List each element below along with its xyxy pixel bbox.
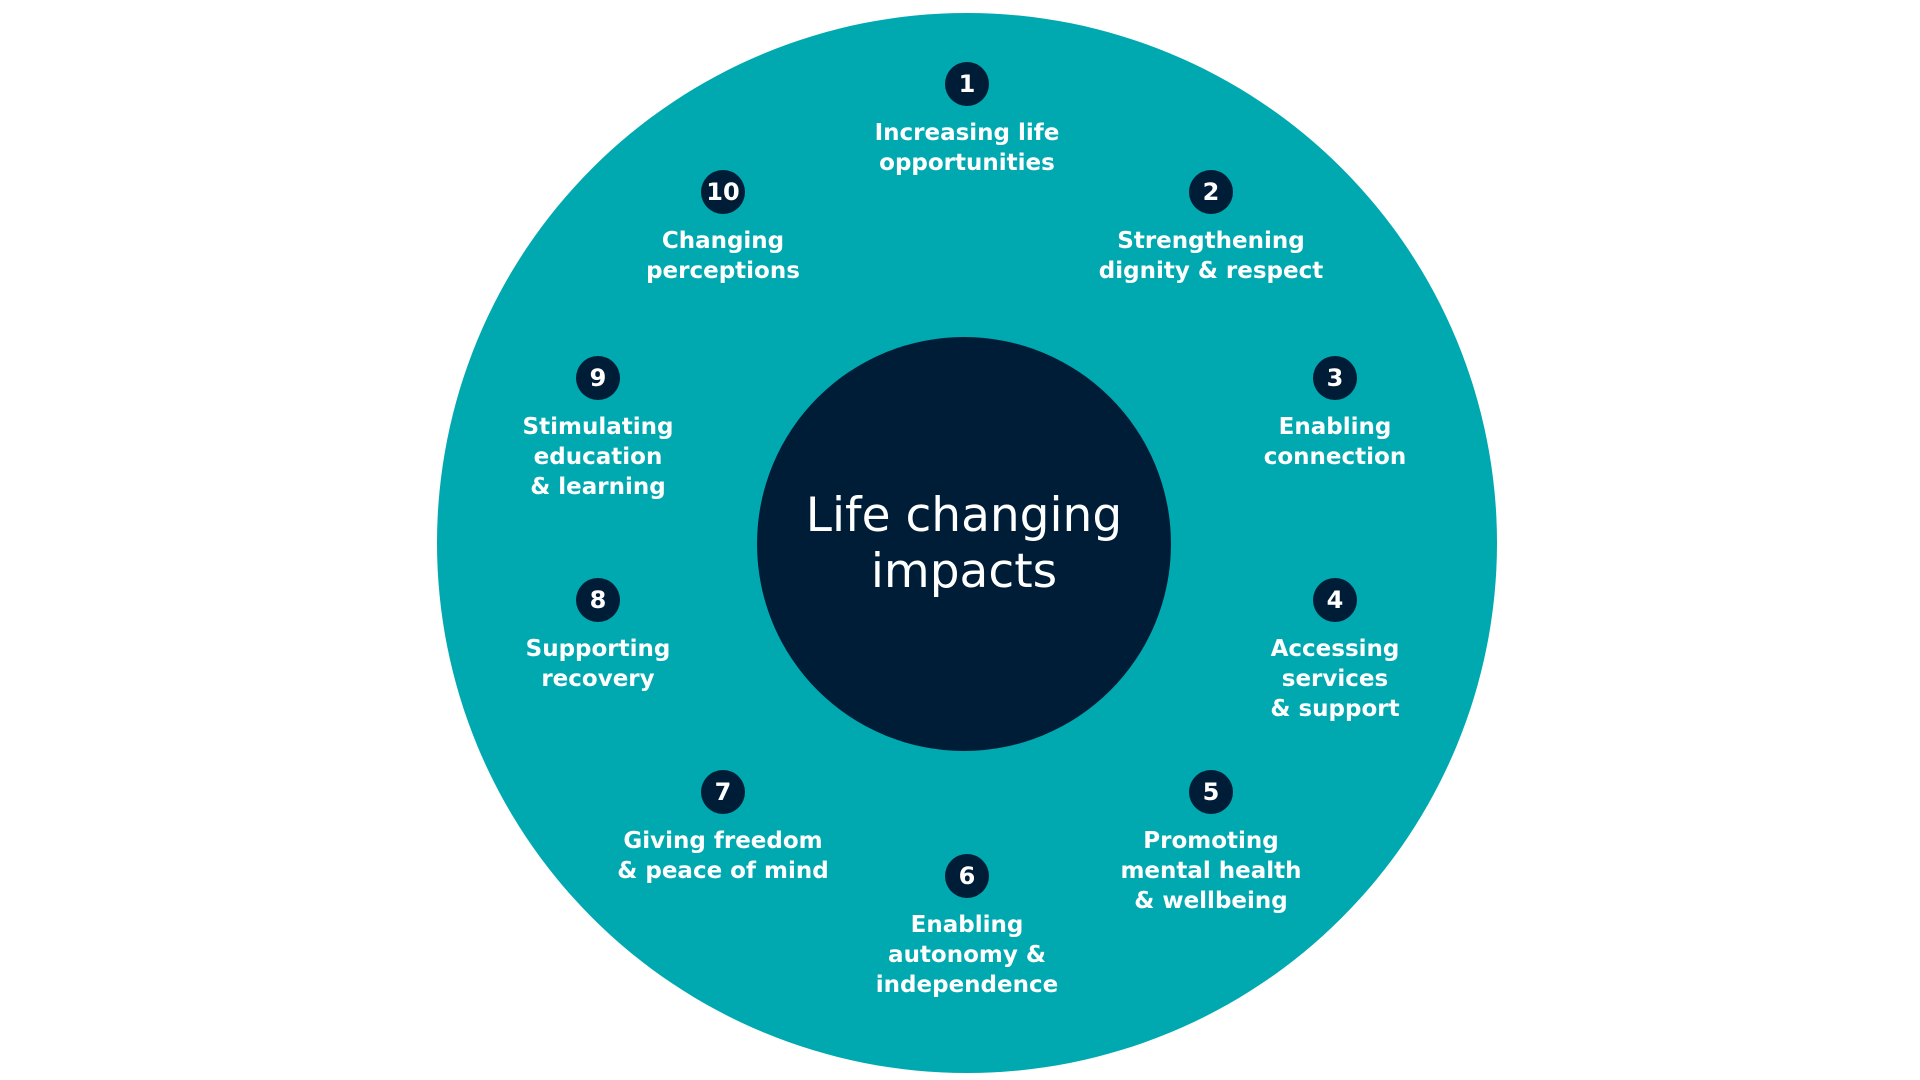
impact-label: Strengthening dignity & respect xyxy=(1098,228,1324,284)
impact-number-badge: 8 xyxy=(576,578,620,622)
impact-number-badge: 6 xyxy=(945,854,989,898)
impact-label: Giving freedom & peace of mind xyxy=(617,828,829,884)
impact-label: Increasing life opportunities xyxy=(874,120,1060,176)
impact-label: Enabling connection xyxy=(1263,414,1407,470)
impact-item-6: 6 Enabling autonomy & independence xyxy=(837,854,1097,1000)
impact-label: Promoting mental health & wellbeing xyxy=(1120,828,1302,914)
impact-item-7: 7 Giving freedom & peace of mind xyxy=(593,770,853,886)
impact-item-5: 5 Promoting mental health & wellbeing xyxy=(1081,770,1341,916)
impact-item-2: 2 Strengthening dignity & respect xyxy=(1081,170,1341,286)
impact-label: Supporting recovery xyxy=(525,636,671,692)
impact-number-badge: 7 xyxy=(701,770,745,814)
impact-label: Stimulating education & learning xyxy=(522,414,674,500)
impact-number-badge: 10 xyxy=(701,170,745,214)
impact-item-8: 8 Supporting recovery xyxy=(468,578,728,694)
impact-number-badge: 2 xyxy=(1189,170,1233,214)
impact-number-badge: 4 xyxy=(1313,578,1357,622)
center-title: Life changing impacts xyxy=(805,488,1123,599)
impact-item-3: 3 Enabling connection xyxy=(1205,356,1465,472)
impact-number-badge: 3 xyxy=(1313,356,1357,400)
impact-number-badge: 1 xyxy=(945,62,989,106)
impact-item-9: 9 Stimulating education & learning xyxy=(468,356,728,502)
impact-label: Enabling autonomy & independence xyxy=(875,912,1059,998)
impact-label: Accessing services & support xyxy=(1270,636,1400,722)
impact-number-badge: 9 xyxy=(576,356,620,400)
center-hub: Life changing impacts xyxy=(757,337,1171,751)
impact-label: Changing perceptions xyxy=(646,228,800,284)
impact-item-10: 10 Changing perceptions xyxy=(593,170,853,286)
impact-item-4: 4 Accessing services & support xyxy=(1205,578,1465,724)
impact-number-badge: 5 xyxy=(1189,770,1233,814)
impact-item-1: 1 Increasing life opportunities xyxy=(837,62,1097,178)
